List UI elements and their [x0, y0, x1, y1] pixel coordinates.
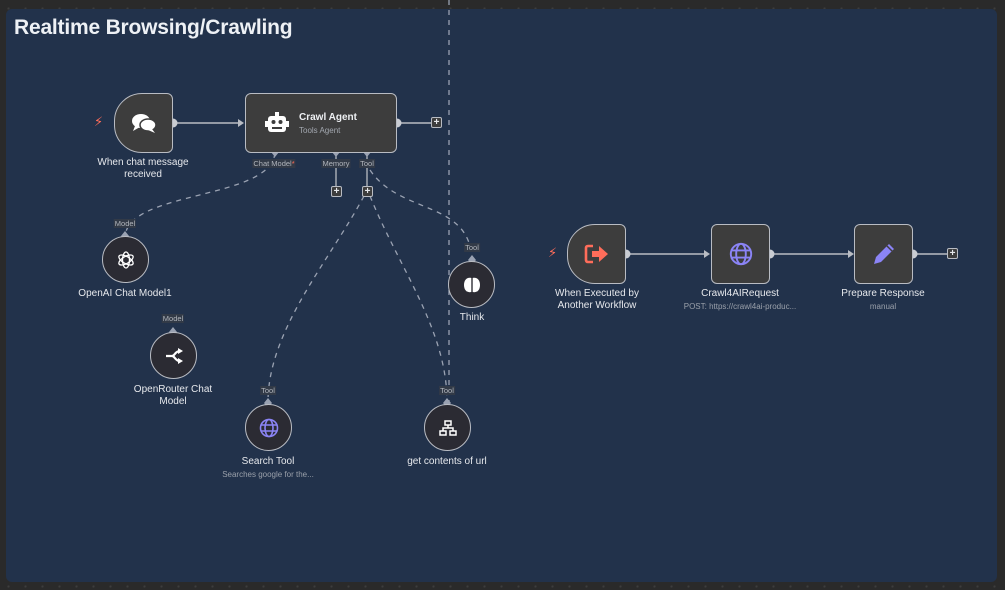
node-search-tool-label: Search Tool: [241, 456, 295, 467]
node-crawl-request-label: Crawl4AIRequest: [701, 288, 779, 299]
node-prepare-response-label: Prepare Response: [841, 288, 925, 299]
port-label-model: Model: [161, 314, 185, 323]
brain-icon: [463, 277, 480, 292]
robot-icon: [265, 112, 289, 132]
openrouter-icon: [165, 347, 183, 364]
openai-icon: [117, 250, 134, 269]
sitemap-icon: [438, 419, 457, 436]
node-crawl-request[interactable]: [711, 224, 770, 284]
node-crawl-agent[interactable]: Crawl Agent Tools Agent: [245, 93, 397, 153]
port-label-chat-model: Chat Model*: [252, 159, 296, 168]
trigger-bolt-icon: ⚡︎: [548, 245, 558, 260]
node-prepare-response[interactable]: [854, 224, 913, 284]
node-crawl-agent-subtitle: Tools Agent: [299, 125, 341, 135]
add-tool-button[interactable]: +: [362, 186, 373, 197]
sticky-note-title: Realtime Browsing/Crawling: [14, 16, 293, 39]
node-crawl-request-sublabel: POST: https://crawl4ai-produc...: [683, 302, 797, 311]
port-label-tool: Tool: [464, 243, 480, 252]
sign-out-icon: [584, 244, 608, 264]
node-search-tool-sublabel: Searches google for the...: [222, 470, 314, 479]
node-crawl-agent-title: Crawl Agent: [299, 111, 357, 123]
chat-bubbles-icon: [131, 114, 157, 133]
pencil-icon: [873, 244, 894, 264]
globe-icon: [729, 242, 752, 266]
port-label-memory: Memory: [321, 159, 351, 168]
add-memory-button[interactable]: +: [331, 186, 342, 197]
node-openai-model[interactable]: [102, 236, 149, 283]
node-think[interactable]: [448, 261, 495, 308]
port-label-tool: Tool: [439, 386, 455, 395]
add-node-button[interactable]: +: [431, 117, 442, 128]
port-label-tool: Tool: [359, 159, 375, 168]
node-prepare-response-sublabel: manual: [869, 302, 897, 311]
port-label-tool: Tool: [260, 386, 276, 395]
node-think-label: Think: [459, 312, 485, 323]
node-get-contents[interactable]: [424, 404, 471, 451]
globe-icon: [259, 418, 278, 437]
node-openrouter-model[interactable]: [150, 332, 197, 379]
node-get-contents-label: get contents of url: [407, 456, 487, 467]
add-node-button[interactable]: +: [947, 248, 958, 259]
node-openai-model-label: OpenAI Chat Model1: [78, 288, 172, 299]
node-exec-trigger[interactable]: [567, 224, 626, 284]
port-label-model: Model: [113, 219, 137, 228]
trigger-bolt-icon: ⚡︎: [94, 114, 104, 129]
node-search-tool[interactable]: [245, 404, 292, 451]
node-chat-trigger[interactable]: [114, 93, 173, 153]
